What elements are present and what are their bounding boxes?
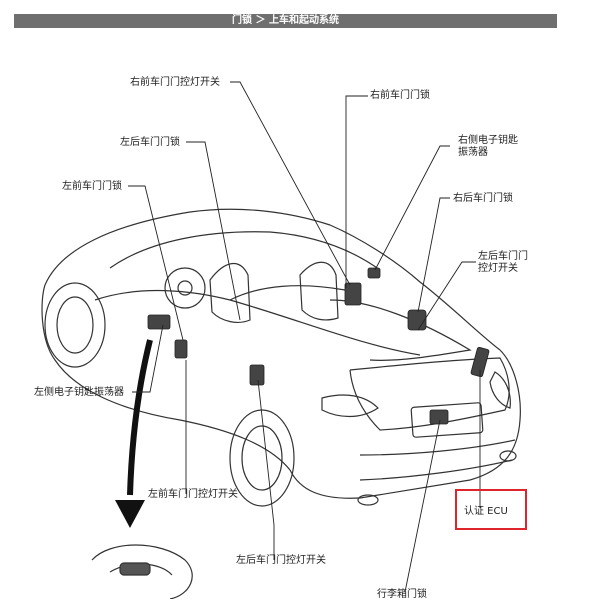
label-rr-door-lock: 右后车门门锁 bbox=[453, 193, 513, 204]
label-lh-key-oscillator: 左侧电子钥匙振荡器 bbox=[34, 387, 124, 398]
car-outline bbox=[41, 208, 521, 599]
component-parts bbox=[147, 267, 490, 425]
label-lf-door-lock: 左前车门门锁 bbox=[62, 181, 122, 192]
page-header: 门锁 ＞ 上车和起动系统 bbox=[14, 14, 557, 28]
label-certification-ecu: 认证 ECU bbox=[464, 506, 508, 517]
label-lr-courtesy-switch-bottom: 左后车门门控灯开关 bbox=[236, 555, 326, 566]
label-lr-courtesy-switch: 左后车门门控灯开关 bbox=[478, 251, 528, 274]
label-rf-courtesy-switch: 右前车门门控灯开关 bbox=[130, 77, 220, 88]
zoom-arrow bbox=[115, 339, 153, 528]
label-rf-door-lock: 右前车门门锁 bbox=[370, 90, 430, 101]
certification-ecu-highlight bbox=[455, 489, 527, 530]
label-trunk-lock: 行李箱门锁 bbox=[377, 589, 427, 600]
label-lr-door-lock: 左后车门门锁 bbox=[120, 137, 180, 148]
leader-lines bbox=[128, 81, 481, 593]
label-rh-key-oscillator: 右侧电子钥匙振荡器 bbox=[458, 135, 518, 158]
label-lf-courtesy-switch: 左前车门门控灯开关 bbox=[148, 489, 238, 500]
